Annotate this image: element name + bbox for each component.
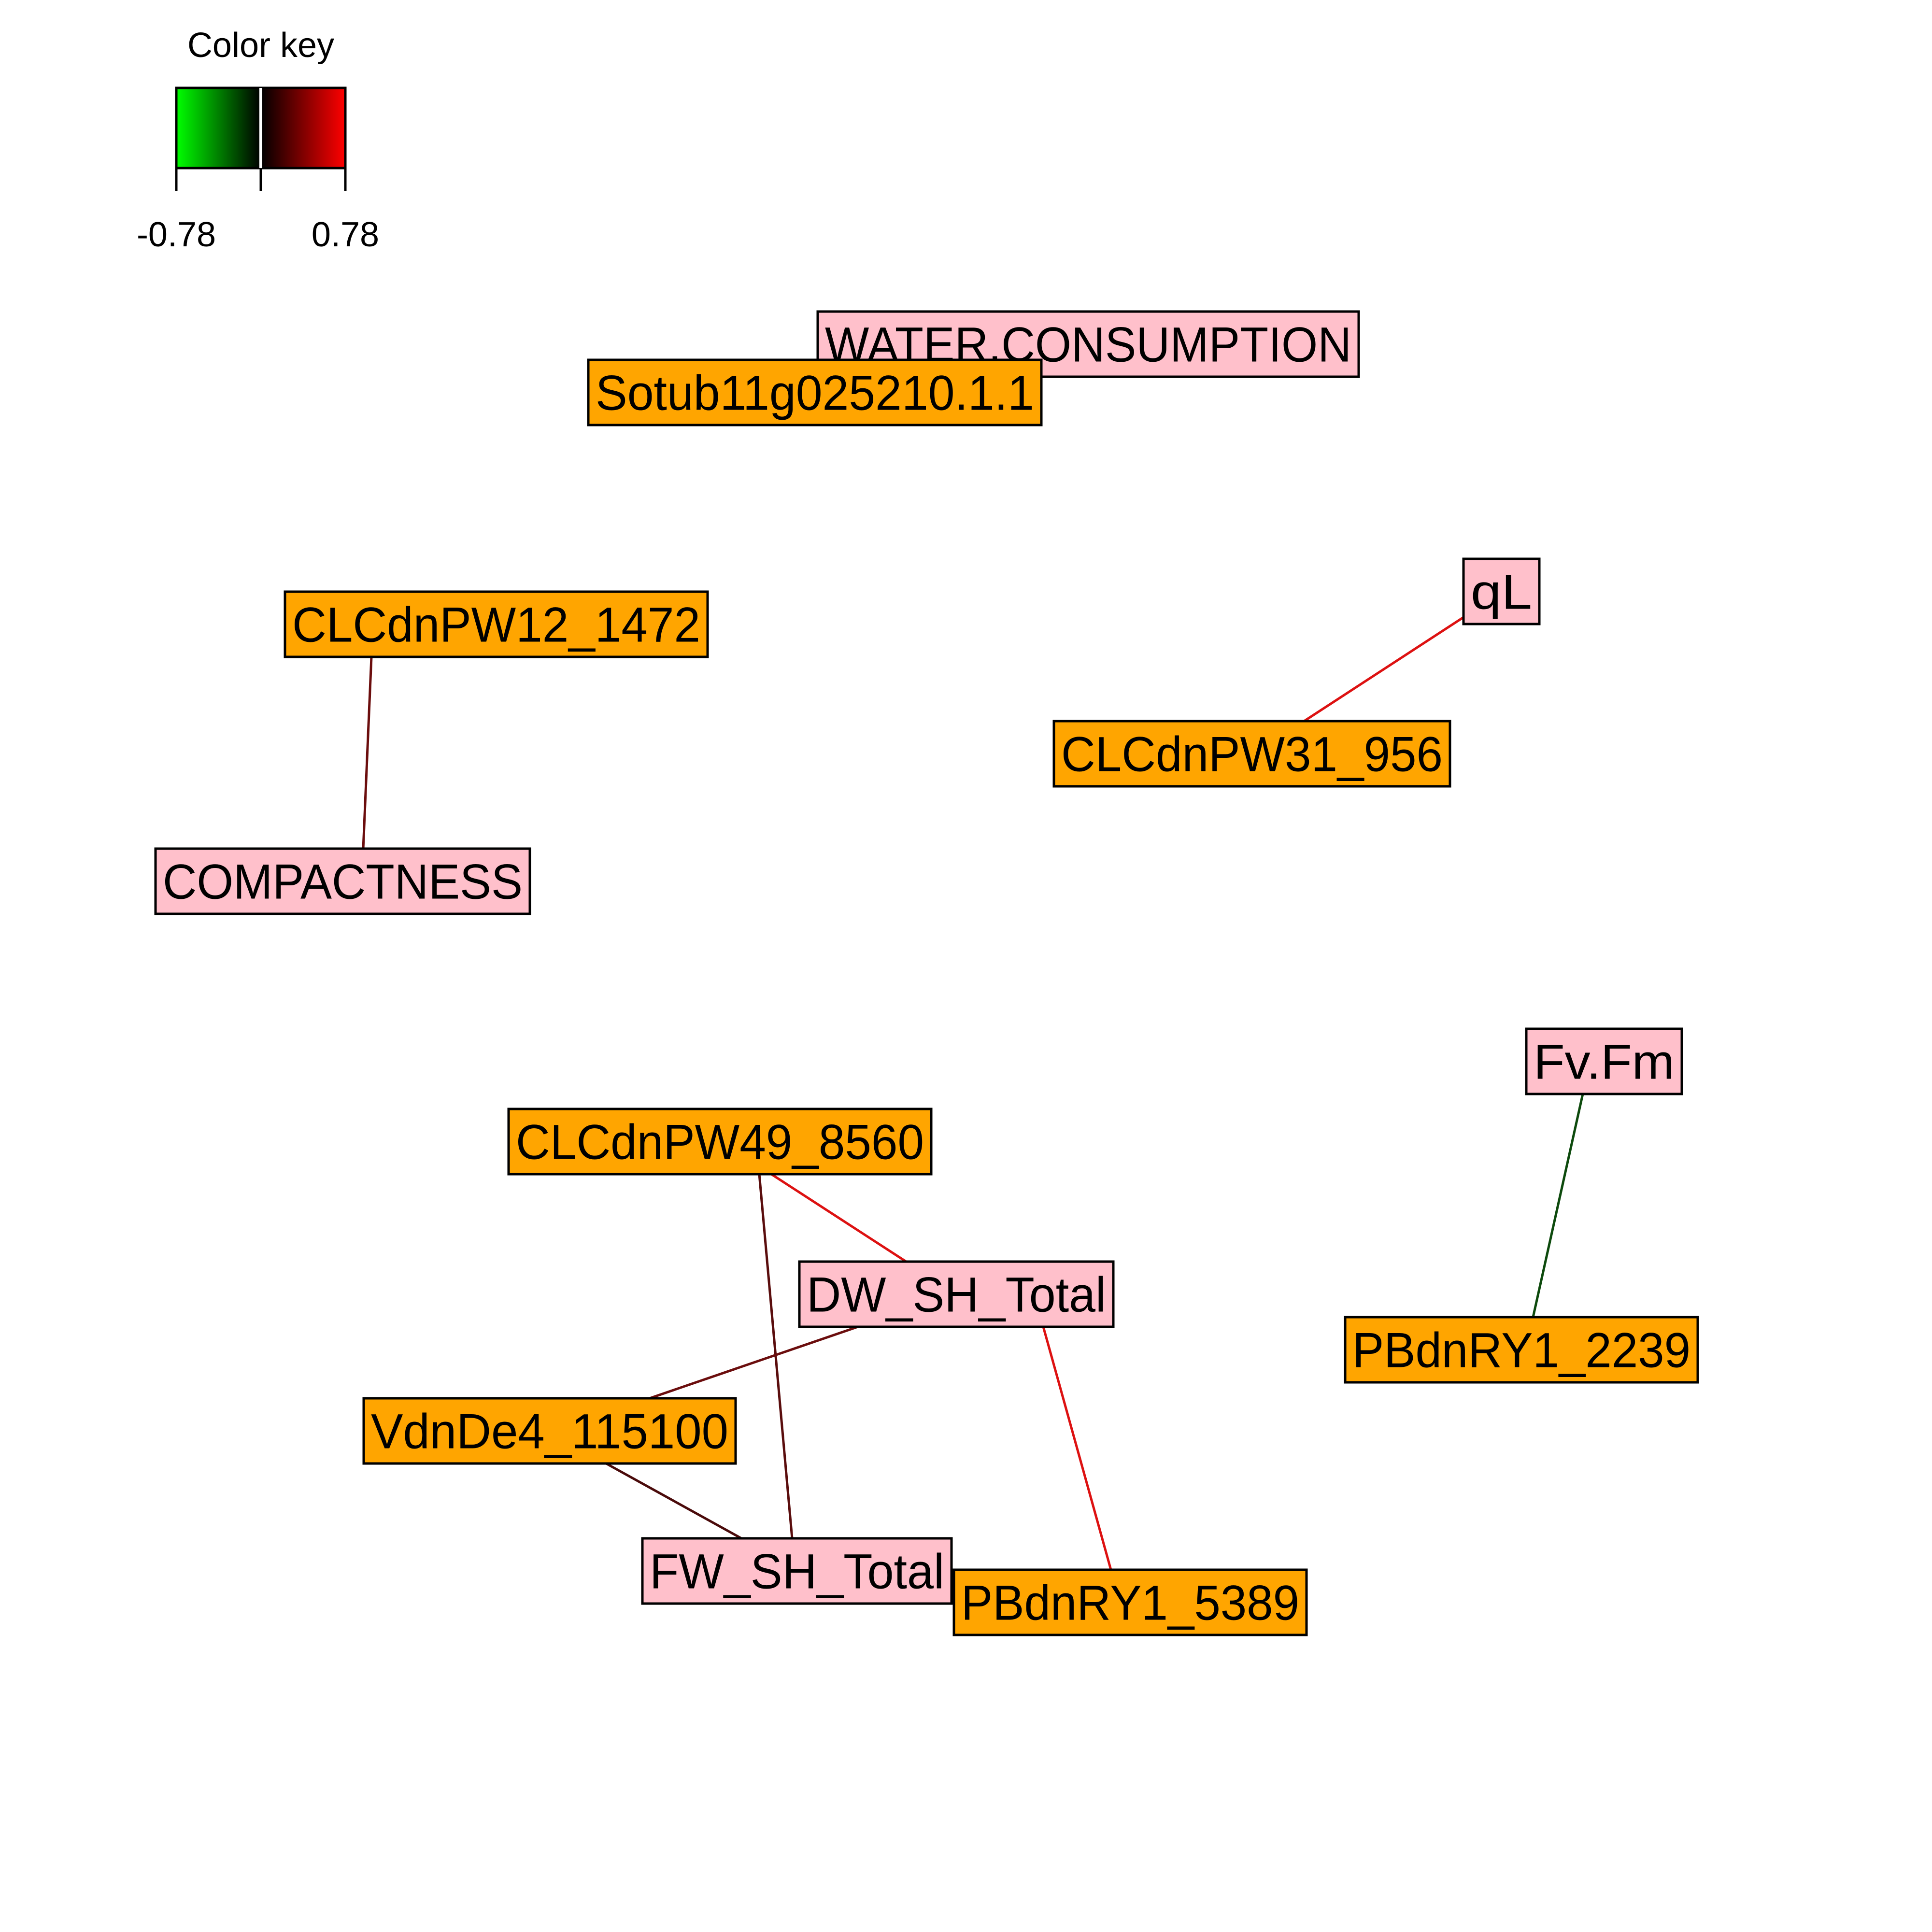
nodes: WATER.CONSUMPTIONSotub11g025210.1.1CLCdn… — [154, 310, 1699, 1636]
node-box-compact — [154, 847, 531, 915]
edge-ql-clc31 — [1303, 616, 1464, 723]
node-pb2239[interactable]: PBdnRY1_2239 — [1344, 1316, 1699, 1384]
edges — [362, 616, 1584, 1570]
node-box-pb2239 — [1344, 1316, 1699, 1384]
node-box-sotub — [587, 358, 1043, 426]
node-label-compact: COMPACTNESS — [163, 854, 523, 909]
node-label-vdn: VdnDe4_115100 — [371, 1404, 728, 1459]
node-box-clc12 — [284, 590, 709, 658]
node-label-fvfm: Fv.Fm — [1534, 1035, 1675, 1090]
node-box-dw — [798, 1260, 1115, 1328]
node-box-water — [816, 310, 1360, 378]
node-box-fw — [641, 1537, 953, 1605]
node-label-pb5389: PBdnRY1_5389 — [961, 1576, 1299, 1631]
node-dw[interactable]: DW_SH_Total — [798, 1260, 1115, 1328]
edge-vdn-fw — [605, 1462, 742, 1540]
node-fw[interactable]: FW_SH_Total — [641, 1537, 953, 1605]
node-label-ql: qL — [1471, 565, 1532, 620]
node-fvfm[interactable]: Fv.Fm — [1525, 1027, 1683, 1095]
node-compact[interactable]: COMPACTNESS — [154, 847, 531, 915]
node-pb5389[interactable]: PBdnRY1_5389 — [952, 1568, 1308, 1636]
color-key-max-label: 0.78 — [312, 215, 379, 254]
node-sotub[interactable]: Sotub11g025210.1.1 — [587, 358, 1043, 426]
edge-dw-pb5389 — [1042, 1326, 1112, 1570]
edge-clc12-compact — [362, 656, 373, 849]
edge-clc49-dw — [770, 1173, 907, 1263]
node-box-clc31 — [1052, 720, 1451, 788]
color-key: Color key -0.78 0.78 — [137, 26, 379, 254]
node-label-clc49: CLCdnPW49_8560 — [516, 1115, 924, 1170]
node-vdn[interactable]: VdnDe4_115100 — [362, 1397, 737, 1465]
node-clc49[interactable]: CLCdnPW49_8560 — [507, 1108, 933, 1176]
color-key-title: Color key — [187, 26, 334, 65]
node-label-dw: DW_SH_Total — [807, 1267, 1106, 1322]
node-box-fvfm — [1525, 1027, 1683, 1095]
node-label-clc12: CLCdnPW12_1472 — [292, 597, 700, 653]
node-label-sotub: Sotub11g025210.1.1 — [596, 366, 1034, 421]
node-box-pb5389 — [952, 1568, 1308, 1636]
node-clc31[interactable]: CLCdnPW31_956 — [1052, 720, 1451, 788]
edge-dw-vdn — [649, 1325, 858, 1400]
node-clc12[interactable]: CLCdnPW12_1472 — [284, 590, 709, 658]
node-label-fw: FW_SH_Total — [650, 1544, 944, 1599]
color-key-min-label: -0.78 — [137, 215, 216, 254]
node-box-clc49 — [507, 1108, 933, 1176]
node-ql[interactable]: qL — [1462, 557, 1541, 625]
node-label-pb2239: PBdnRY1_2239 — [1352, 1323, 1690, 1378]
node-box-vdn — [362, 1397, 737, 1465]
node-box-ql — [1462, 557, 1541, 625]
edge-fvfm-pb2239 — [1532, 1094, 1584, 1318]
node-label-clc31: CLCdnPW31_956 — [1061, 727, 1443, 782]
